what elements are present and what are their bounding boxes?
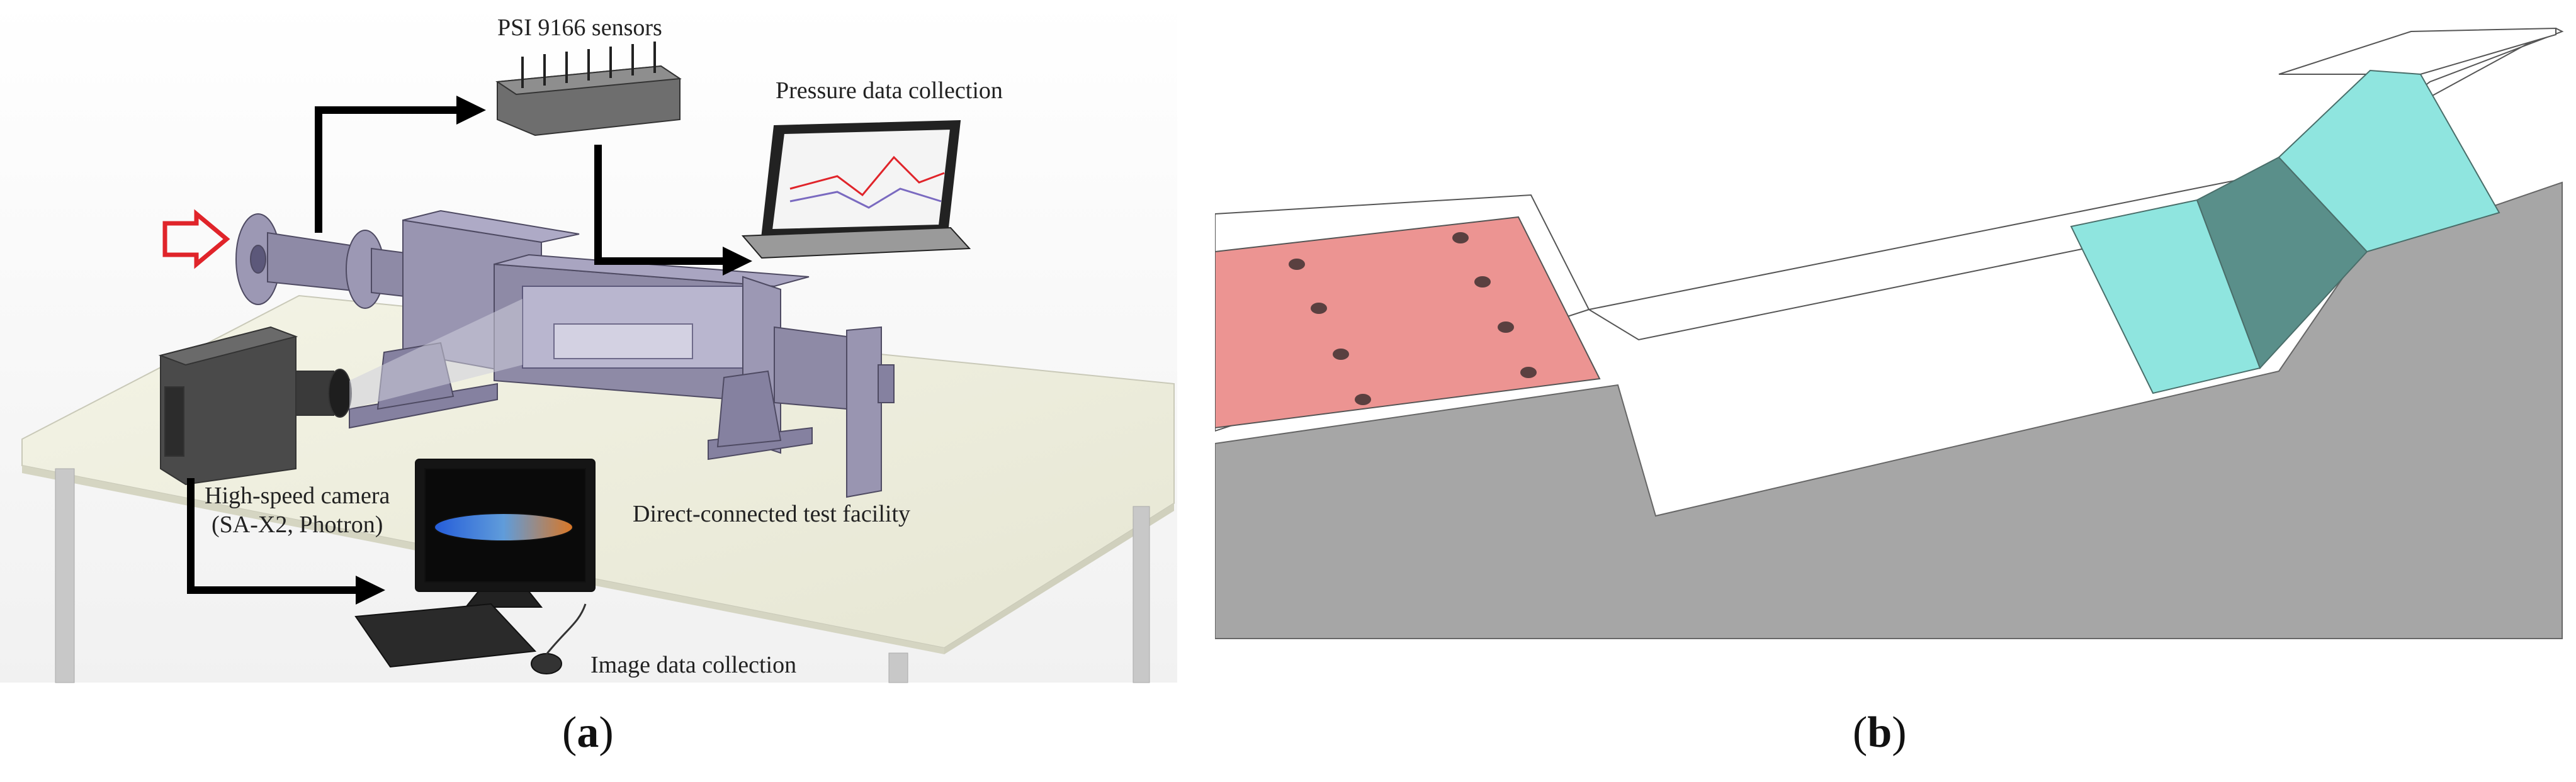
psi-sensor-module — [495, 42, 682, 137]
keyboard-and-mouse — [354, 603, 587, 674]
panel-a-experimental-setup — [0, 0, 1177, 683]
caption-a-close: ) — [599, 708, 614, 757]
cyan-ramp — [2070, 69, 2500, 394]
caption-a-open: ( — [562, 708, 577, 757]
red-injection-plate — [1215, 216, 1601, 429]
pressure-collection-label: Pressure data collection — [776, 77, 1003, 104]
connector-arrows — [187, 96, 752, 605]
caption-b: (b) — [1853, 708, 1907, 758]
caption-b-open: ( — [1853, 708, 1868, 757]
caption-a: (a) — [562, 708, 614, 758]
test-facility-label: Direct-connected test facility — [633, 501, 911, 527]
sensors-label: PSI 9166 sensors — [497, 14, 662, 41]
caption-b-letter: b — [1867, 708, 1892, 757]
laptop — [741, 120, 971, 259]
camera-label: High-speed camera (SA-X2, Photron) — [205, 481, 390, 539]
camera-view-beam — [349, 299, 523, 409]
panel-b-cavity-model — [1215, 0, 2576, 692]
inlet-pipe — [235, 213, 444, 309]
caption-b-close: ) — [1892, 708, 1907, 757]
monitor — [415, 459, 596, 608]
camera-label-line1: High-speed camera — [205, 483, 390, 509]
camera-label-line2: (SA-X2, Photron) — [212, 511, 383, 538]
flow-inlet-arrow — [162, 209, 230, 269]
caption-a-letter: a — [577, 708, 599, 757]
image-collection-label: Image data collection — [590, 652, 797, 678]
high-speed-camera — [158, 326, 352, 486]
